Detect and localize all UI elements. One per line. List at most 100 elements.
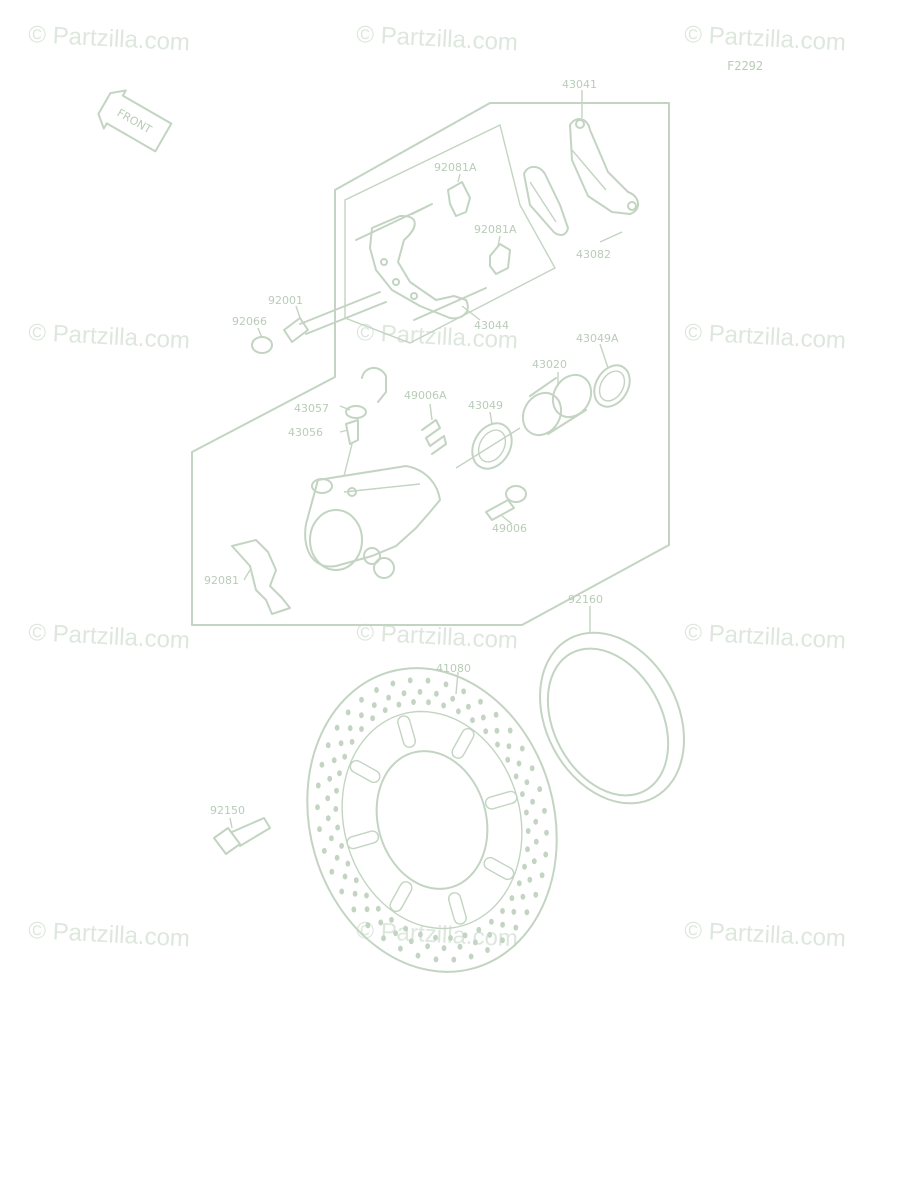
disc-drill-hole bbox=[325, 815, 331, 822]
disc-drill-hole bbox=[524, 809, 529, 816]
disc-bolt-92150-icon bbox=[213, 817, 271, 855]
bleed-cap-43057-icon bbox=[345, 367, 387, 419]
cap-92066-icon bbox=[251, 336, 273, 354]
disc-drill-hole bbox=[533, 818, 539, 825]
disc-drill-hole bbox=[500, 937, 505, 944]
part-label-43049: 43049 bbox=[468, 399, 503, 412]
leader-lines bbox=[229, 90, 623, 829]
brake-pad-43041-icon bbox=[569, 118, 639, 215]
disc-drill-hole bbox=[353, 877, 359, 884]
disc-drill-hole bbox=[451, 956, 457, 963]
seal-43049a-icon bbox=[593, 364, 631, 408]
part-label-92081a: 92081A bbox=[434, 161, 477, 174]
disc-drill-hole bbox=[493, 711, 499, 718]
disc-drill-hole bbox=[530, 798, 535, 805]
disc-slot bbox=[451, 727, 475, 759]
disc-drill-hole bbox=[327, 775, 333, 782]
disc-drill-hole bbox=[519, 745, 525, 752]
part-label-41080: 41080 bbox=[436, 662, 471, 675]
disc-drill-hole bbox=[527, 876, 533, 883]
disc-drill-hole bbox=[525, 846, 530, 853]
part-label-92066: 92066 bbox=[232, 315, 267, 328]
disc-drill-hole bbox=[329, 868, 335, 875]
disc-drill-hole bbox=[333, 806, 339, 812]
disc-drill-hole bbox=[478, 698, 483, 705]
part-labels: 43041 92081A 92081A 43082 92001 92066 43… bbox=[204, 78, 619, 817]
disc-slot bbox=[349, 759, 381, 784]
piston-43020-icon bbox=[521, 373, 593, 437]
disc-drill-hole bbox=[349, 738, 355, 745]
disc-drill-hole bbox=[425, 677, 431, 684]
part-label-92081a: 92081A bbox=[474, 223, 517, 236]
disc-slot bbox=[346, 830, 380, 850]
part-label-49006a: 49006A bbox=[404, 389, 447, 402]
part-label-43082: 43082 bbox=[576, 248, 611, 261]
disc-slot bbox=[397, 715, 417, 748]
disc-drill-hole bbox=[321, 847, 327, 854]
disc-drill-hole bbox=[533, 838, 539, 845]
ring-92160-icon bbox=[539, 631, 685, 805]
disc-drill-hole bbox=[375, 905, 381, 912]
disc-drill-hole bbox=[441, 702, 446, 709]
watermark: © Partzilla.com bbox=[684, 21, 847, 56]
disc-drill-hole bbox=[487, 931, 493, 938]
watermark: © Partzilla.com bbox=[28, 917, 191, 952]
disc-drill-hole bbox=[337, 770, 342, 777]
disc-drill-hole bbox=[476, 926, 482, 933]
disc-drill-hole bbox=[359, 696, 364, 703]
disc-drill-hole bbox=[347, 725, 353, 732]
disc-drill-hole bbox=[529, 765, 535, 772]
watermark: © Partzilla.com bbox=[28, 319, 191, 354]
part-label-92001: 92001 bbox=[268, 294, 303, 307]
disc-drill-hole bbox=[466, 703, 471, 710]
caliper-bracket-43044-icon bbox=[355, 203, 487, 321]
disc-drill-hole bbox=[364, 892, 369, 899]
part-label-49006: 49006 bbox=[492, 522, 527, 535]
disc-drill-hole bbox=[393, 930, 398, 937]
disc-slot bbox=[447, 892, 467, 925]
disc-drill-hole bbox=[448, 935, 453, 941]
part-label-43057: 43057 bbox=[294, 402, 329, 415]
watermark: © Partzilla.com bbox=[684, 319, 847, 354]
disc-drill-hole bbox=[450, 695, 456, 702]
disc-drill-hole bbox=[505, 756, 511, 763]
disc-drill-hole bbox=[338, 740, 344, 747]
disc-drill-hole bbox=[407, 677, 413, 684]
pad-spring-92081a-icon bbox=[447, 181, 471, 217]
disc-drill-hole bbox=[533, 891, 539, 898]
watermark: © Partzilla.com bbox=[684, 917, 847, 952]
disc-drill-hole bbox=[329, 835, 334, 842]
disc-drill-hole bbox=[352, 890, 358, 897]
disc-drill-hole bbox=[537, 786, 543, 793]
caliper-assembly-outline bbox=[191, 102, 670, 626]
centerline bbox=[455, 427, 521, 469]
part-label-43020: 43020 bbox=[532, 358, 567, 371]
disc-drill-hole bbox=[389, 916, 394, 923]
disc-drill-hole bbox=[317, 826, 322, 833]
pad-spring-92081a-icon bbox=[489, 243, 511, 275]
part-label-43041: 43041 bbox=[562, 78, 597, 91]
disc-drill-hole bbox=[520, 893, 526, 900]
bleed-valve-43056-icon bbox=[343, 419, 359, 477]
disc-drill-hole bbox=[489, 918, 494, 925]
disc-drill-hole bbox=[334, 854, 340, 861]
disc-drill-hole bbox=[418, 931, 423, 938]
disc-drill-hole bbox=[417, 688, 423, 695]
disc-drill-hole bbox=[378, 919, 384, 926]
disc-drill-hole bbox=[371, 702, 377, 709]
disc-drill-hole bbox=[483, 728, 489, 735]
disc-drill-hole bbox=[513, 924, 519, 931]
disc-drill-hole bbox=[434, 690, 439, 697]
disc-drill-hole bbox=[425, 943, 430, 950]
disc-drill-hole bbox=[315, 804, 320, 811]
spring-49006a-icon bbox=[421, 419, 447, 455]
disc-drill-hole bbox=[443, 681, 449, 688]
watermark: © Partzilla.com bbox=[28, 21, 191, 56]
disc-drill-hole bbox=[426, 699, 431, 706]
disc-drill-hole bbox=[506, 743, 512, 750]
part-label-92081: 92081 bbox=[204, 574, 239, 587]
disc-drill-hole bbox=[457, 943, 463, 950]
bolt-92001-icon bbox=[283, 291, 387, 343]
figure-id: F2292 bbox=[727, 59, 763, 73]
part-label-43044: 43044 bbox=[474, 319, 509, 332]
